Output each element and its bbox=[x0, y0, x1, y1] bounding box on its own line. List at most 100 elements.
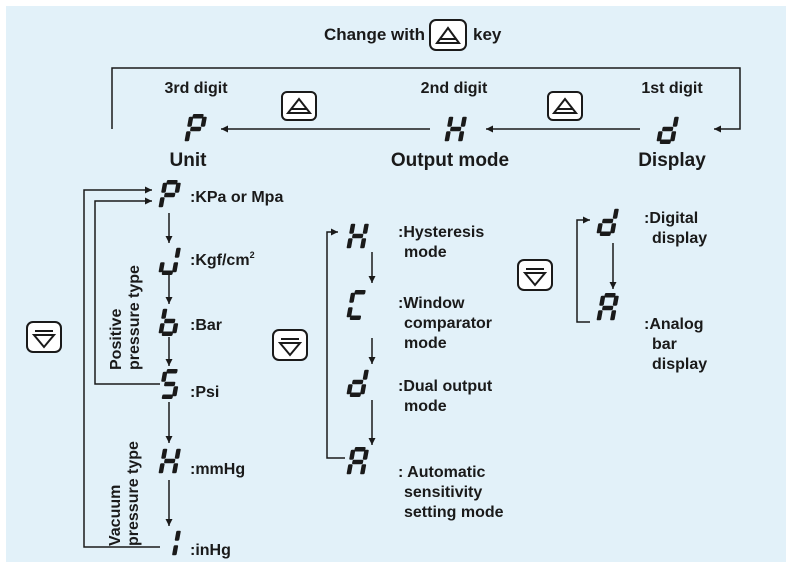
output-item-dual: :Dual output mode bbox=[346, 369, 493, 415]
segment-g bbox=[450, 126, 462, 132]
segment-b bbox=[362, 223, 369, 234]
vacuum-type-line2: pressure type bbox=[125, 441, 142, 546]
segment-e bbox=[346, 384, 353, 395]
seg-digit-h bbox=[158, 448, 181, 474]
positive-loop-line bbox=[94, 197, 160, 385]
unit-kgf-text: :Kgf/cm2 bbox=[190, 250, 255, 269]
segment-d bbox=[161, 394, 174, 399]
display-label: Display bbox=[638, 150, 706, 171]
down-key-icon bbox=[272, 329, 308, 361]
unit-mmhg-text: :mmHg bbox=[190, 461, 245, 478]
text-line: :Digital bbox=[644, 210, 698, 227]
text-line: mode bbox=[404, 398, 447, 415]
seg-digit-unit-p bbox=[184, 114, 207, 142]
seg-digit-i bbox=[172, 530, 181, 556]
seg-digit-b bbox=[158, 308, 179, 336]
diagram-background bbox=[6, 6, 786, 562]
segment-a bbox=[192, 114, 204, 119]
segment-g bbox=[352, 233, 364, 239]
segment-c bbox=[610, 223, 617, 234]
segment-g bbox=[352, 379, 364, 385]
segment-e bbox=[346, 464, 353, 475]
segment-c bbox=[610, 310, 617, 321]
unit-item-psi: :Psi bbox=[161, 369, 219, 401]
segment-b bbox=[174, 448, 181, 459]
segment-c bbox=[360, 238, 367, 249]
segment-g bbox=[352, 459, 364, 465]
segment-b bbox=[612, 295, 619, 306]
unit-item-kpa: :KPa or Mpa bbox=[158, 180, 283, 208]
segment-e bbox=[656, 131, 663, 142]
output-window-text: :Window comparator mode bbox=[398, 295, 496, 352]
segment-f bbox=[599, 295, 606, 306]
segment-e bbox=[158, 323, 165, 334]
output-hysteresis-text: :Hysteresis mode bbox=[398, 224, 489, 261]
output-item-automatic: : Automatic sensitivity setting mode bbox=[346, 447, 504, 521]
segment-e bbox=[184, 131, 191, 142]
unit-kgf-sup: 2 bbox=[250, 250, 255, 260]
segment-f bbox=[187, 116, 194, 127]
text-line: display bbox=[652, 356, 707, 373]
display-loop-line bbox=[576, 216, 590, 323]
segment-f bbox=[161, 182, 168, 193]
output-mode-label: Output mode bbox=[391, 150, 509, 171]
segment-c bbox=[172, 323, 179, 334]
segment-a bbox=[354, 290, 366, 295]
segment-e bbox=[346, 307, 353, 318]
segment-g bbox=[602, 305, 614, 311]
unit-item-mmhg: :mmHg bbox=[158, 448, 245, 478]
seg-digit-j bbox=[158, 247, 181, 275]
text-line: display bbox=[652, 230, 707, 247]
segment-b bbox=[612, 208, 619, 219]
segment-d bbox=[349, 315, 362, 320]
unit-kpa-text: :KPa or Mpa bbox=[190, 189, 283, 206]
segment-f bbox=[161, 371, 168, 382]
segment-c bbox=[670, 131, 677, 142]
display-digital-text: :Digital display bbox=[644, 210, 707, 247]
segment-a bbox=[166, 180, 178, 185]
display-item-digital: :Digital display bbox=[596, 208, 707, 247]
text-line: mode bbox=[404, 335, 447, 352]
text-line: :Analog bbox=[644, 316, 704, 333]
segment-d bbox=[659, 139, 672, 144]
segment-g bbox=[602, 218, 614, 224]
segment-b bbox=[362, 449, 369, 460]
segment-g bbox=[164, 458, 176, 464]
segment-c bbox=[172, 463, 179, 474]
unit-loop-line bbox=[83, 186, 160, 548]
segment-e bbox=[158, 262, 165, 273]
seg-digit-display-d bbox=[656, 116, 679, 144]
seg-digit-d bbox=[346, 369, 369, 397]
segment-a bbox=[604, 293, 616, 298]
down-key-icon bbox=[517, 259, 553, 291]
segment-e bbox=[158, 463, 165, 474]
seg-digit-c bbox=[346, 290, 366, 320]
segment-f bbox=[161, 448, 168, 459]
seg-digit-h bbox=[346, 223, 369, 249]
up-key-icon bbox=[281, 91, 317, 121]
text-line: sensitivity bbox=[404, 484, 482, 501]
unit-item-bar: :Bar bbox=[158, 308, 222, 336]
digit2-label: 2nd digit bbox=[421, 80, 488, 97]
unit-item-inhg: :inHg bbox=[172, 530, 231, 559]
digit1-label: 1st digit bbox=[641, 80, 703, 97]
segment-g bbox=[190, 126, 202, 132]
vacuum-type-label: Vacuum pressure type bbox=[107, 441, 142, 546]
segment-d bbox=[161, 270, 174, 275]
vacuum-type-line1: Vacuum bbox=[107, 485, 124, 546]
seg-digit-output-h bbox=[444, 116, 467, 142]
segment-f bbox=[349, 223, 356, 234]
segment-b bbox=[460, 116, 467, 127]
segment-e bbox=[444, 131, 451, 142]
segment-e bbox=[346, 238, 353, 249]
segment-e bbox=[158, 197, 165, 208]
down-key-icon bbox=[26, 321, 62, 353]
segment-b bbox=[174, 182, 181, 193]
digit3-label: 3rd digit bbox=[164, 80, 228, 97]
output-automatic-text: : Automatic sensitivity setting mode bbox=[398, 464, 504, 521]
segment-b bbox=[362, 369, 369, 380]
unit-inhg-text: :inHg bbox=[190, 542, 231, 559]
text-line: :Dual output bbox=[398, 378, 493, 395]
text-line: :Window bbox=[398, 295, 465, 312]
